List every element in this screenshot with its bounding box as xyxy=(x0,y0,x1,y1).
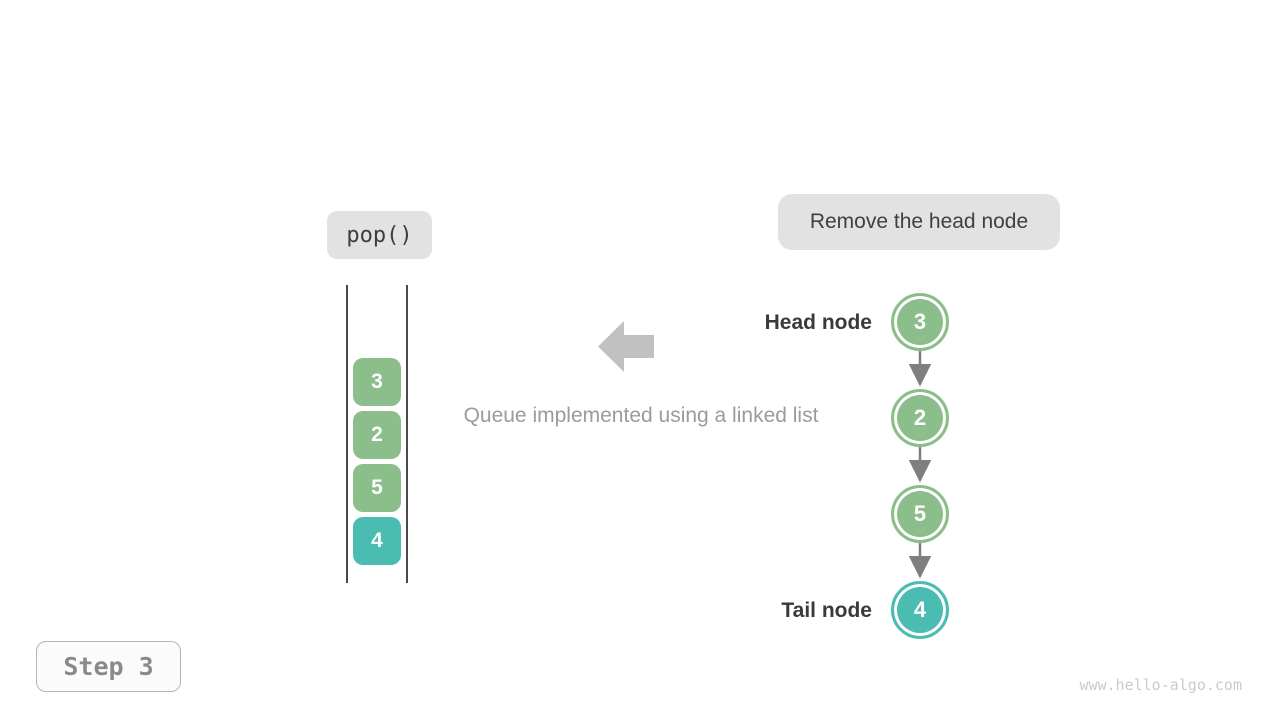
queue-cell: 4 xyxy=(353,517,401,565)
queue-container-right-wall xyxy=(406,285,408,583)
linked-list-connector-arrows xyxy=(908,351,932,579)
linked-list-node: 5 xyxy=(891,485,949,543)
diagram-caption: Queue implemented using a linked list xyxy=(463,404,819,427)
remove-head-annotation: Remove the head node xyxy=(778,194,1060,250)
linked-list-node: 3 xyxy=(891,293,949,351)
tail-node-label: Tail node xyxy=(781,599,872,622)
queue-cell: 5 xyxy=(353,464,401,512)
queue-container-left-wall xyxy=(346,285,348,583)
queue-cell: 2 xyxy=(353,411,401,459)
pop-operation-label: pop() xyxy=(327,211,432,259)
step-badge: Step 3 xyxy=(36,641,181,692)
linked-list-node: 4 xyxy=(891,581,949,639)
head-node-label: Head node xyxy=(764,311,872,334)
watermark: www.hello-algo.com xyxy=(1079,676,1242,694)
linked-list-node: 2 xyxy=(891,389,949,447)
left-block-arrow-icon xyxy=(598,321,654,372)
left-block-arrow-shape xyxy=(598,321,654,372)
queue-cell: 3 xyxy=(353,358,401,406)
